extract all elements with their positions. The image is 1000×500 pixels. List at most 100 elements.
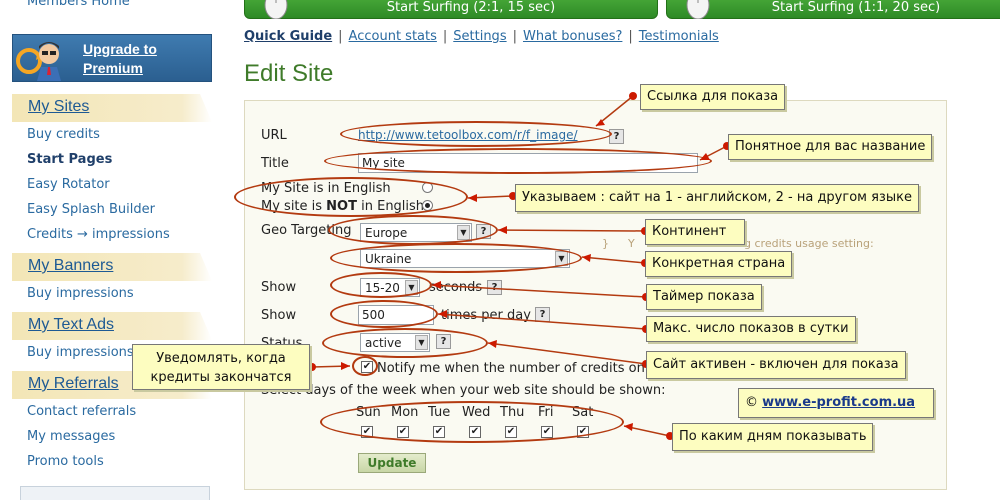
copyright-symbol: © xyxy=(745,395,758,410)
sidebar-link-buy-impressions-text-ads[interactable]: Buy impressions xyxy=(27,345,134,360)
section-title: My Referrals xyxy=(28,375,119,392)
callout-notify-line2: кредиты закончатся xyxy=(150,370,292,385)
callout-language: Указываем : сайт на 1 - английском, 2 - … xyxy=(515,184,919,212)
start-surfing-label: Start Surfing (2:1, 15 sec) xyxy=(386,0,556,15)
nav-quick-guide[interactable]: Quick Guide xyxy=(244,29,333,44)
day-label: Sun xyxy=(356,405,381,420)
sidebar-link-my-messages[interactable]: My messages xyxy=(27,429,116,444)
start-surfing-2to1-button[interactable]: Start Surfing (2:1, 15 sec) xyxy=(244,0,658,19)
day-checkbox-mon[interactable]: ✔ xyxy=(397,426,409,438)
status-value: active xyxy=(365,336,402,350)
sidebar-link-easy-splash-builder[interactable]: Easy Splash Builder xyxy=(27,202,155,217)
copyright-link[interactable]: www.e-profit.com.ua xyxy=(762,395,916,410)
status-select[interactable]: active ▼ xyxy=(360,333,430,352)
show-times-label: Show xyxy=(261,308,297,323)
lang-english-label: My Site is in English xyxy=(261,181,391,196)
status-help-icon[interactable]: ? xyxy=(436,334,451,349)
section-my-banners[interactable]: My Banners xyxy=(12,253,212,281)
nav-testimonials[interactable]: Testimonials xyxy=(638,29,719,44)
day-label: Mon xyxy=(391,405,419,420)
geo-targeting-label: Geo Targeting xyxy=(261,223,352,238)
top-nav: Quick Guide|Account stats|Settings|What … xyxy=(244,29,719,44)
upgrade-label-line1: Upgrade to xyxy=(83,41,157,57)
lang-english-radio[interactable] xyxy=(422,182,433,193)
nav-account-stats[interactable]: Account stats xyxy=(348,29,437,44)
sidebar-bottom-section[interactable] xyxy=(20,486,210,500)
callout-copyright: © www.e-profit.com.ua xyxy=(738,388,934,418)
callout-active: Сайт активен - включен для показа xyxy=(646,351,906,379)
avatar-icon xyxy=(16,42,61,81)
geo-help-icon[interactable]: ? xyxy=(476,224,491,239)
section-my-sites[interactable]: My Sites xyxy=(12,94,212,122)
upgrade-label-line2: Premium xyxy=(83,60,143,76)
sidebar-link-credits-impressions[interactable]: Credits → impressions xyxy=(27,227,170,242)
nav-what-bonuses[interactable]: What bonuses? xyxy=(522,29,623,44)
country-select[interactable]: Ukraine ▼ xyxy=(360,249,570,268)
start-surfing-1to1-button[interactable]: Start Surfing (1:1, 20 sec) xyxy=(666,0,1000,19)
seconds-value: 15-20 xyxy=(365,281,400,295)
credits-usage-text: ing credits usage setting: xyxy=(734,237,874,250)
callout-title: Понятное для вас название xyxy=(728,134,933,160)
sidebar-link-promo-tools[interactable]: Promo tools xyxy=(27,454,104,469)
day-label: Thu xyxy=(500,405,525,420)
day-checkbox-sat[interactable]: ✔ xyxy=(577,426,589,438)
seconds-select[interactable]: 15-20 ▼ xyxy=(360,278,420,297)
continent-select[interactable]: Europe ▼ xyxy=(360,223,472,242)
days-prompt: Select days of the week when your web si… xyxy=(261,383,666,398)
credits-usage-prefix: Y xyxy=(628,237,635,250)
day-label: Wed xyxy=(462,405,491,420)
section-title: My Sites xyxy=(28,98,90,115)
callout-continent: Континент xyxy=(645,219,745,245)
day-checkbox-thu[interactable]: ✔ xyxy=(505,426,517,438)
title-label: Title xyxy=(261,156,289,171)
day-label: Sat xyxy=(572,405,594,420)
chevron-down-icon: ▼ xyxy=(555,251,568,266)
url-link[interactable]: http://www.tetoolbox.com/r/f_image/ xyxy=(358,128,578,142)
update-button[interactable]: Update xyxy=(358,453,426,473)
notify-label: Notify me when the number of credits on xyxy=(377,361,645,376)
lang-not-english-label: My site is NOT in English xyxy=(261,199,425,214)
mouse-icon xyxy=(264,0,288,19)
times-per-day-input[interactable]: 500 xyxy=(358,305,434,325)
chevron-down-icon: ▼ xyxy=(457,225,470,240)
sidebar-link-contact-referrals[interactable]: Contact referrals xyxy=(27,404,137,419)
sidebar-link-start-pages[interactable]: Start Pages xyxy=(27,152,113,167)
day-checkbox-tue[interactable]: ✔ xyxy=(433,426,445,438)
chevron-down-icon: ▼ xyxy=(415,335,428,350)
mouse-icon xyxy=(686,0,710,19)
section-title: My Text Ads xyxy=(28,316,114,333)
sidebar-link-easy-rotator[interactable]: Easy Rotator xyxy=(27,177,110,192)
brace-glyph: } xyxy=(602,237,609,250)
callout-timer: Таймер показа xyxy=(646,284,762,310)
url-help-icon[interactable]: ? xyxy=(609,129,624,144)
times-suffix: times per day xyxy=(441,308,531,323)
nav-settings[interactable]: Settings xyxy=(453,29,507,44)
lang-not-english-radio[interactable] xyxy=(422,200,433,211)
seconds-suffix: seconds xyxy=(429,280,483,295)
section-title: My Banners xyxy=(28,257,114,274)
notify-checkbox[interactable]: ✔ xyxy=(361,361,373,373)
callout-notify: Уведомлять, когда кредиты закончатся xyxy=(132,344,310,390)
day-label: Fri xyxy=(538,405,554,420)
sidebar-link-buy-credits[interactable]: Buy credits xyxy=(27,127,100,142)
sidebar-link-buy-impressions-banners[interactable]: Buy impressions xyxy=(27,286,134,301)
sidebar: Members Home Upgrade to Premium My Sites… xyxy=(0,0,215,500)
url-label: URL xyxy=(261,128,287,143)
title-input[interactable]: My site xyxy=(358,153,698,173)
day-checkbox-wed[interactable]: ✔ xyxy=(469,426,481,438)
chevron-down-icon: ▼ xyxy=(405,280,418,295)
callout-url: Ссылка для показа xyxy=(640,84,786,110)
section-my-text-ads[interactable]: My Text Ads xyxy=(12,312,212,340)
continent-value: Europe xyxy=(365,226,408,240)
start-surfing-label: Start Surfing (1:1, 20 sec) xyxy=(771,0,941,15)
upgrade-premium-banner[interactable]: Upgrade to Premium xyxy=(12,34,212,82)
sidebar-link-members-home[interactable]: Members Home xyxy=(27,0,130,9)
show-seconds-label: Show xyxy=(261,280,297,295)
day-checkbox-sun[interactable]: ✔ xyxy=(361,426,373,438)
seconds-help-icon[interactable]: ? xyxy=(487,280,502,295)
day-label: Tue xyxy=(428,405,451,420)
day-checkbox-fri[interactable]: ✔ xyxy=(541,426,553,438)
country-value: Ukraine xyxy=(365,252,412,266)
times-help-icon[interactable]: ? xyxy=(535,307,550,322)
callout-max-shows: Макс. число показов в сутки xyxy=(646,316,856,342)
